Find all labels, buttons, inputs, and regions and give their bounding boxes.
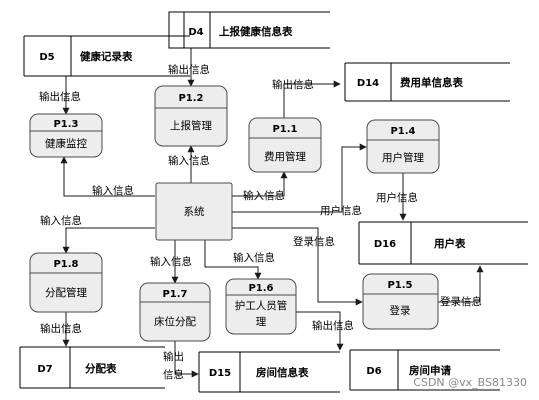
store-d14-name: 费用单信息表 (400, 76, 463, 89)
label-sys-p13: 输入信息 (92, 184, 134, 197)
system-label: 系统 (184, 205, 205, 218)
label-p14-d16: 用户信息 (376, 191, 418, 204)
label-sys-p14: 用户信息 (320, 204, 362, 217)
label-p15-d16: 登录信息 (440, 295, 482, 308)
process-p16-name-line2: 理 (256, 316, 267, 328)
process-p12-id: P1.2 (178, 93, 203, 104)
label-p17-d15-line1: 输出 (163, 350, 184, 363)
flow-sys-to-p11 (232, 171, 288, 197)
process-p13-name: 健康监控 (45, 137, 87, 150)
flow-p17-to-d15 (174, 341, 199, 378)
store-d14-id: D14 (357, 78, 379, 89)
flow-sys-to-p16 (204, 240, 262, 280)
process-p15-name: 登录 (390, 304, 411, 317)
flow-sys-to-p13 (60, 156, 155, 197)
store-d7: D7 分配表 (19, 346, 165, 389)
process-p11-name: 费用管理 (264, 150, 306, 163)
store-d7-id: D7 (37, 364, 52, 375)
label-p17-d15-line2: 信息 (163, 368, 184, 381)
process-p14: P1.4 用户管理 (366, 119, 440, 174)
store-d6-name: 房间申请 (409, 364, 451, 377)
process-p12: P1.2 上报管理 (154, 85, 228, 147)
label-p11-d14: 输出信息 (272, 78, 314, 91)
process-p18-name: 分配管理 (45, 286, 87, 299)
process-p17-name: 床位分配 (154, 315, 196, 328)
store-d4-name: 上报健康信息表 (219, 25, 293, 38)
process-p16-name-line1: 护工人员管 (235, 299, 288, 312)
store-d5: D5 健康记录表 (23, 35, 190, 77)
process-p15-id: P1.5 (387, 280, 412, 291)
store-d5-id: D5 (39, 52, 54, 63)
process-p12-name: 上报管理 (170, 119, 212, 132)
process-p13: P1.3 健康监控 (29, 113, 103, 158)
label-p18-d7: 输出信息 (40, 322, 82, 335)
process-p11-id: P1.1 (272, 124, 297, 135)
process-p16: P1.6 护工人员管 理 (225, 278, 297, 335)
process-p14-name: 用户管理 (382, 151, 424, 164)
process-p11: P1.1 费用管理 (248, 117, 322, 173)
watermark-text: CSDN @vx_BS81330 (413, 376, 527, 389)
label-sys-p15: 登录信息 (293, 235, 335, 248)
flow-p15-to-d16 (438, 265, 484, 303)
flow-sys-to-p14 (232, 143, 367, 213)
store-d15-id: D15 (209, 368, 231, 379)
store-d6-id: D6 (366, 366, 381, 377)
flow-sys-to-p18 (62, 227, 155, 254)
process-p18-id: P1.8 (53, 259, 78, 270)
process-p18: P1.8 分配管理 (29, 252, 103, 313)
label-sys-p17: 输入信息 (150, 255, 192, 268)
flow-sys-to-p15 (232, 227, 363, 306)
store-d16-name: 用户表 (433, 237, 466, 250)
store-d16: D16 用户表 (358, 221, 528, 265)
store-d5-name: 健康记录表 (80, 50, 133, 63)
label-sys-p16: 输入信息 (233, 251, 275, 264)
label-sys-p11: 输入信息 (243, 189, 285, 202)
process-p17-id: P1.7 (162, 289, 187, 300)
label-sys-p12: 输入信息 (168, 154, 210, 167)
process-p14-id: P1.4 (390, 126, 415, 137)
store-d14: D14 费用单信息表 (344, 62, 510, 102)
label-d5-p13: 输出信息 (39, 90, 81, 103)
store-d15: D15 房间信息表 (198, 351, 340, 393)
store-d16-id: D16 (374, 239, 396, 250)
store-d7-name: 分配表 (85, 362, 117, 375)
store-d15-name: 房间信息表 (256, 366, 309, 379)
label-p16-d6: 输出信息 (312, 319, 354, 332)
process-p15: P1.5 登录 (362, 273, 439, 330)
process-p16-id: P1.6 (248, 283, 273, 294)
label-d4-p12: 输出信息 (168, 63, 210, 76)
process-p13-id: P1.3 (53, 119, 78, 130)
flow-p16-to-d6 (296, 311, 344, 351)
flow-p11-to-d14 (283, 80, 341, 118)
store-d4: D4 上报健康信息表 (168, 11, 330, 49)
store-d4-id: D4 (188, 27, 203, 38)
process-p17: P1.7 床位分配 (139, 282, 211, 342)
label-sys-p18: 输入信息 (40, 214, 82, 227)
system-process: 系统 (155, 182, 233, 241)
store-d6: D6 房间申请 (349, 349, 500, 391)
